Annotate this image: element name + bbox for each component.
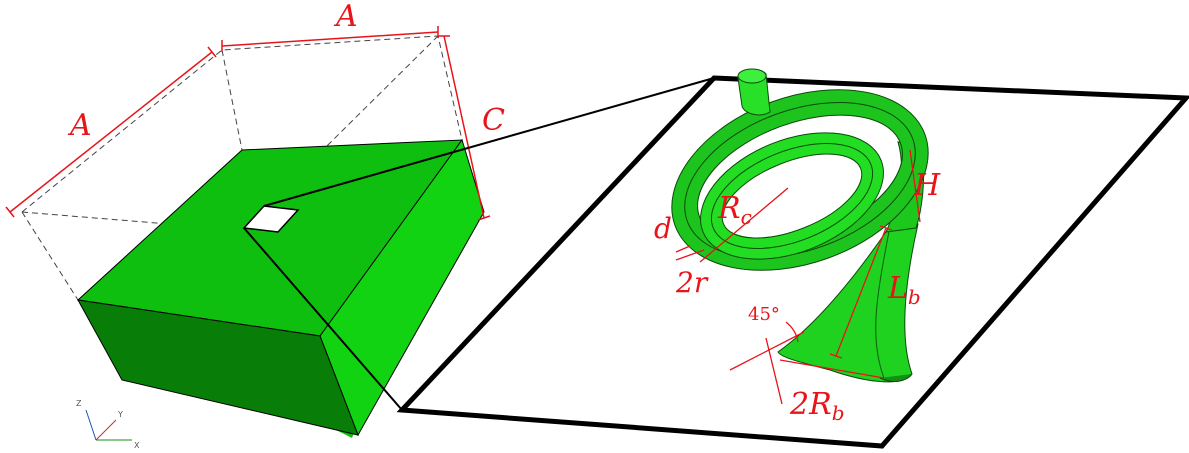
label-Lb-sub: b	[908, 285, 921, 309]
helical-coil	[671, 68, 929, 383]
coil-window	[242, 205, 300, 233]
label-Rc-main: R	[717, 191, 741, 226]
label-Lb: Lb	[887, 271, 921, 309]
label-A-left: A	[67, 108, 92, 143]
label-H: H	[913, 168, 941, 203]
dimension-A-top	[221, 26, 439, 52]
dimension-C	[438, 35, 491, 221]
dimension-A-left	[5, 46, 217, 218]
axis-label-y: Y	[117, 410, 123, 419]
axis-triad: X Y Z	[76, 399, 140, 450]
label-45-degrees: 45°	[748, 304, 780, 325]
zoom-lines	[243, 77, 715, 411]
label-A-top: A	[333, 0, 358, 34]
axis-label-x: X	[134, 441, 140, 450]
label-2Rb-sub: b	[832, 401, 845, 425]
axis-label-z: Z	[76, 399, 82, 408]
label-Rc-sub: c	[741, 205, 752, 229]
unit-cell-box: A A C	[5, 0, 505, 438]
label-C: C	[482, 103, 505, 138]
label-d: d	[654, 212, 672, 245]
label-2Rb: 2Rb	[789, 387, 845, 425]
coil-dimensions	[675, 149, 921, 405]
label-Lb-main: L	[887, 271, 908, 306]
label-Rc: Rc	[717, 191, 752, 229]
label-2r: 2r	[675, 266, 709, 299]
label-2Rb-main: 2R	[789, 387, 832, 422]
block-front-face	[77, 299, 359, 436]
